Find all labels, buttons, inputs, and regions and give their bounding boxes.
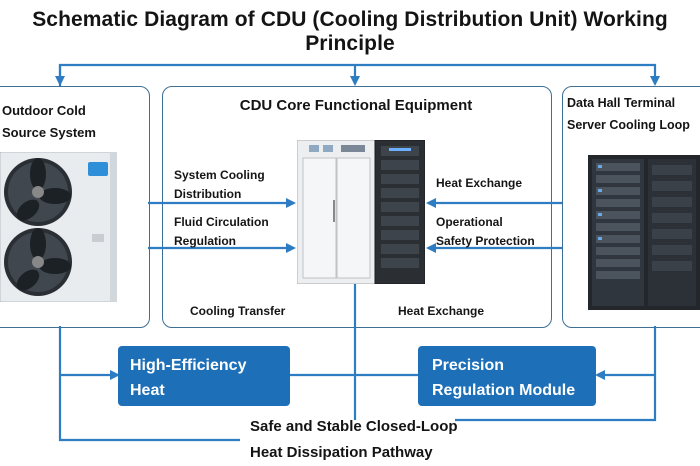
module-heat-exchange-line1: High-Efficiency Heat [130, 357, 247, 399]
outdoor-cold-title-line2: Source System [2, 125, 96, 140]
label-fluid-circulation-line1: Fluid Circulation [174, 215, 269, 229]
closed-loop-line2: Heat Dissipation Pathway [250, 444, 433, 461]
outdoor-cold-title: Outdoor Cold Source System [2, 100, 96, 144]
label-operational-line1: Operational [436, 215, 503, 229]
label-heat-exchange-upper: Heat Exchange [436, 176, 523, 190]
label-system-cooling-line1: System Cooling [174, 168, 265, 182]
label-system-cooling-distribution: System Cooling Distribution [174, 166, 265, 204]
label-operational-safety-protection: Operational Safety Protection [436, 213, 535, 251]
label-operational-line2: Safety Protection [436, 234, 535, 248]
closed-loop-line1: Safe and Stable Closed-Loop [250, 418, 458, 435]
outdoor-cold-title-line1: Outdoor Cold [2, 103, 86, 118]
label-cooling-transfer: Cooling Transfer [190, 304, 286, 318]
cdu-cabinet-image [296, 139, 426, 285]
data-hall-title-line2: Server Cooling Loop [567, 118, 690, 132]
right-bottom-loop [455, 326, 657, 422]
label-fluid-circulation-regulation: Fluid Circulation Regulation [174, 213, 269, 251]
data-hall-title: Data Hall Terminal Server Cooling Loop [567, 92, 690, 136]
module-precision-line1: Precision [432, 357, 505, 374]
outdoor-condenser-image [0, 151, 118, 303]
module-heat-exchange-line2: Exchange Module [130, 407, 267, 424]
data-hall-title-line1: Data Hall Terminal [567, 96, 676, 110]
server-rack-image [588, 155, 700, 310]
high-efficiency-heat-exchange-module: High-Efficiency Heat Exchange Module [118, 346, 290, 424]
closed-loop-pathway-text: Safe and Stable Closed-Loop Heat Dissipa… [250, 414, 458, 466]
left-bottom-loop [58, 326, 240, 442]
precision-regulation-module: Precision Regulation Module [418, 346, 596, 406]
diagram-title: Schematic Diagram of CDU (Cooling Distri… [32, 8, 668, 55]
module-precision-line2: Regulation Module [432, 382, 576, 399]
label-fluid-circulation-line2: Regulation [174, 234, 236, 248]
label-system-cooling-line2: Distribution [174, 187, 242, 201]
cdu-core-title: CDU Core Functional Equipment [239, 97, 473, 114]
top-loop-line [58, 63, 660, 86]
label-heat-exchange-lower: Heat Exchange [398, 304, 485, 318]
